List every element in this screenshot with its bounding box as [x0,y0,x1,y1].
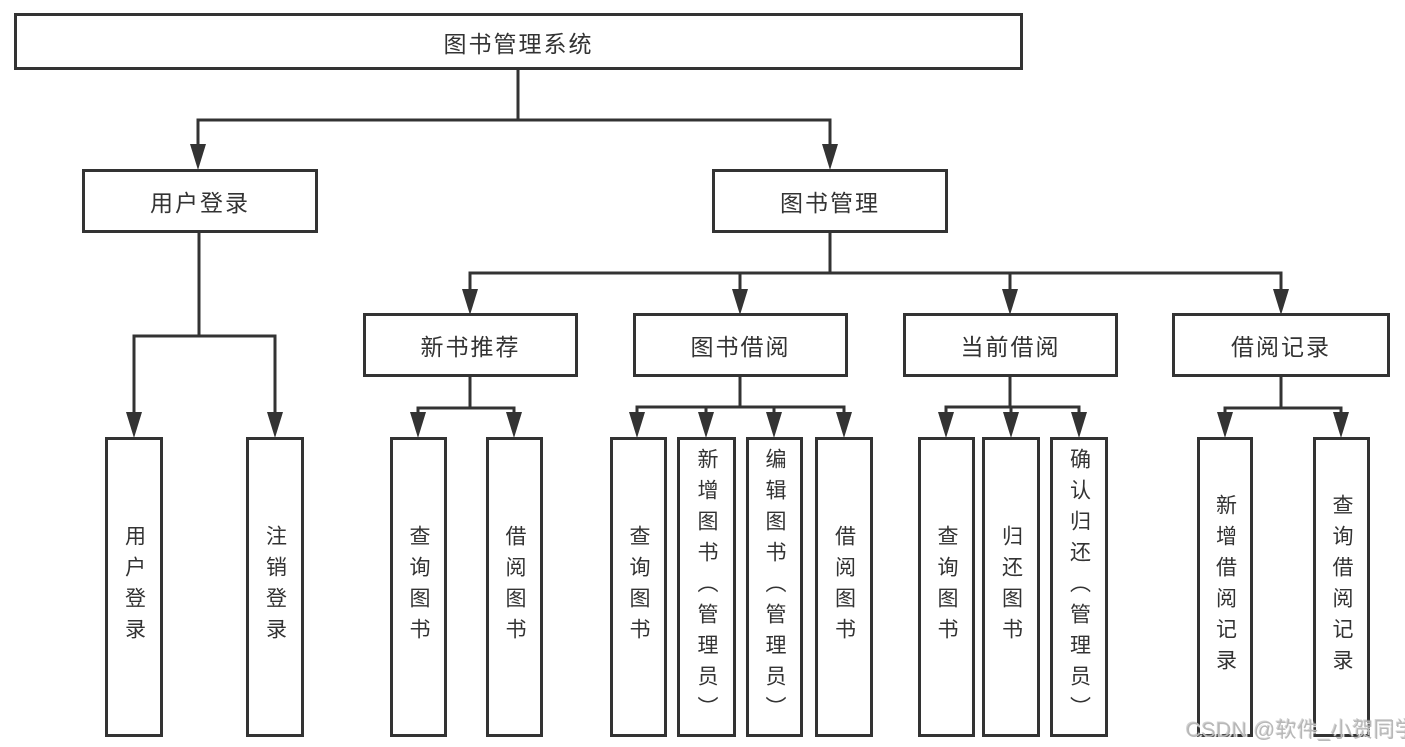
node-user-login: 用户登录 [82,169,318,233]
leaf-current-query-books-label: 查询图书 [935,525,958,649]
node-current-borrowing: 当前借阅 [903,313,1118,377]
leaf-borrowing-borrow-books: 借阅图书 [815,437,873,737]
node-root-label: 图书管理系统 [443,30,594,57]
leaf-borrowing-borrow-books-label: 借阅图书 [832,525,856,649]
leaf-records-add-record: 新增借阅记录 [1197,437,1253,737]
leaf-logout: 注销登录 [246,437,304,737]
leaf-current-return-books-label: 归还图书 [999,525,1023,649]
leaf-borrowing-edit-books-label: 编辑图书（管理员） [763,447,786,727]
node-book-borrowing: 图书借阅 [633,313,848,377]
node-user-login-label: 用户登录 [150,190,250,216]
leaf-recommend-borrow-books: 借阅图书 [486,437,543,737]
leaf-borrowing-query-books: 查询图书 [610,437,667,737]
node-new-book-recommend: 新书推荐 [363,313,578,377]
leaf-borrowing-add-books-label: 新增图书（管理员） [695,447,718,727]
csdn-watermark: CSDN @软件_小贺同学 [1186,719,1405,742]
leaf-borrowing-edit-books: 编辑图书（管理员） [746,437,803,737]
leaf-user-login: 用户登录 [105,437,163,737]
leaf-logout-label: 注销登录 [263,525,287,649]
leaf-borrowing-query-books-label: 查询图书 [627,525,650,649]
leaf-recommend-query-books-label: 查询图书 [407,525,430,649]
node-borrowing-records: 借阅记录 [1172,313,1390,377]
leaf-current-query-books: 查询图书 [918,437,975,737]
node-root: 图书管理系统 [14,13,1023,70]
leaf-recommend-query-books: 查询图书 [390,437,447,737]
node-borrowing-records-label: 借阅记录 [1231,334,1331,360]
node-new-book-recommend-label: 新书推荐 [420,334,521,360]
leaf-borrowing-add-books: 新增图书（管理员） [677,437,736,737]
leaf-records-query-record-label: 查询借阅记录 [1330,494,1353,680]
node-current-borrowing-label: 当前借阅 [960,334,1061,360]
node-book-management-label: 图书管理 [780,190,880,216]
node-book-borrowing-label: 图书借阅 [690,334,791,360]
leaf-records-query-record: 查询借阅记录 [1313,437,1370,737]
leaf-recommend-borrow-books-label: 借阅图书 [503,525,526,649]
leaf-current-confirm-return-label: 确认归还（管理员） [1067,447,1091,727]
leaf-records-add-record-label: 新增借阅记录 [1213,494,1237,680]
leaf-user-login-label: 用户登录 [122,525,146,649]
leaf-current-return-books: 归还图书 [982,437,1040,737]
arrowhead-icons [126,144,1349,438]
leaf-current-confirm-return: 确认归还（管理员） [1050,437,1108,737]
node-book-management: 图书管理 [712,169,948,233]
